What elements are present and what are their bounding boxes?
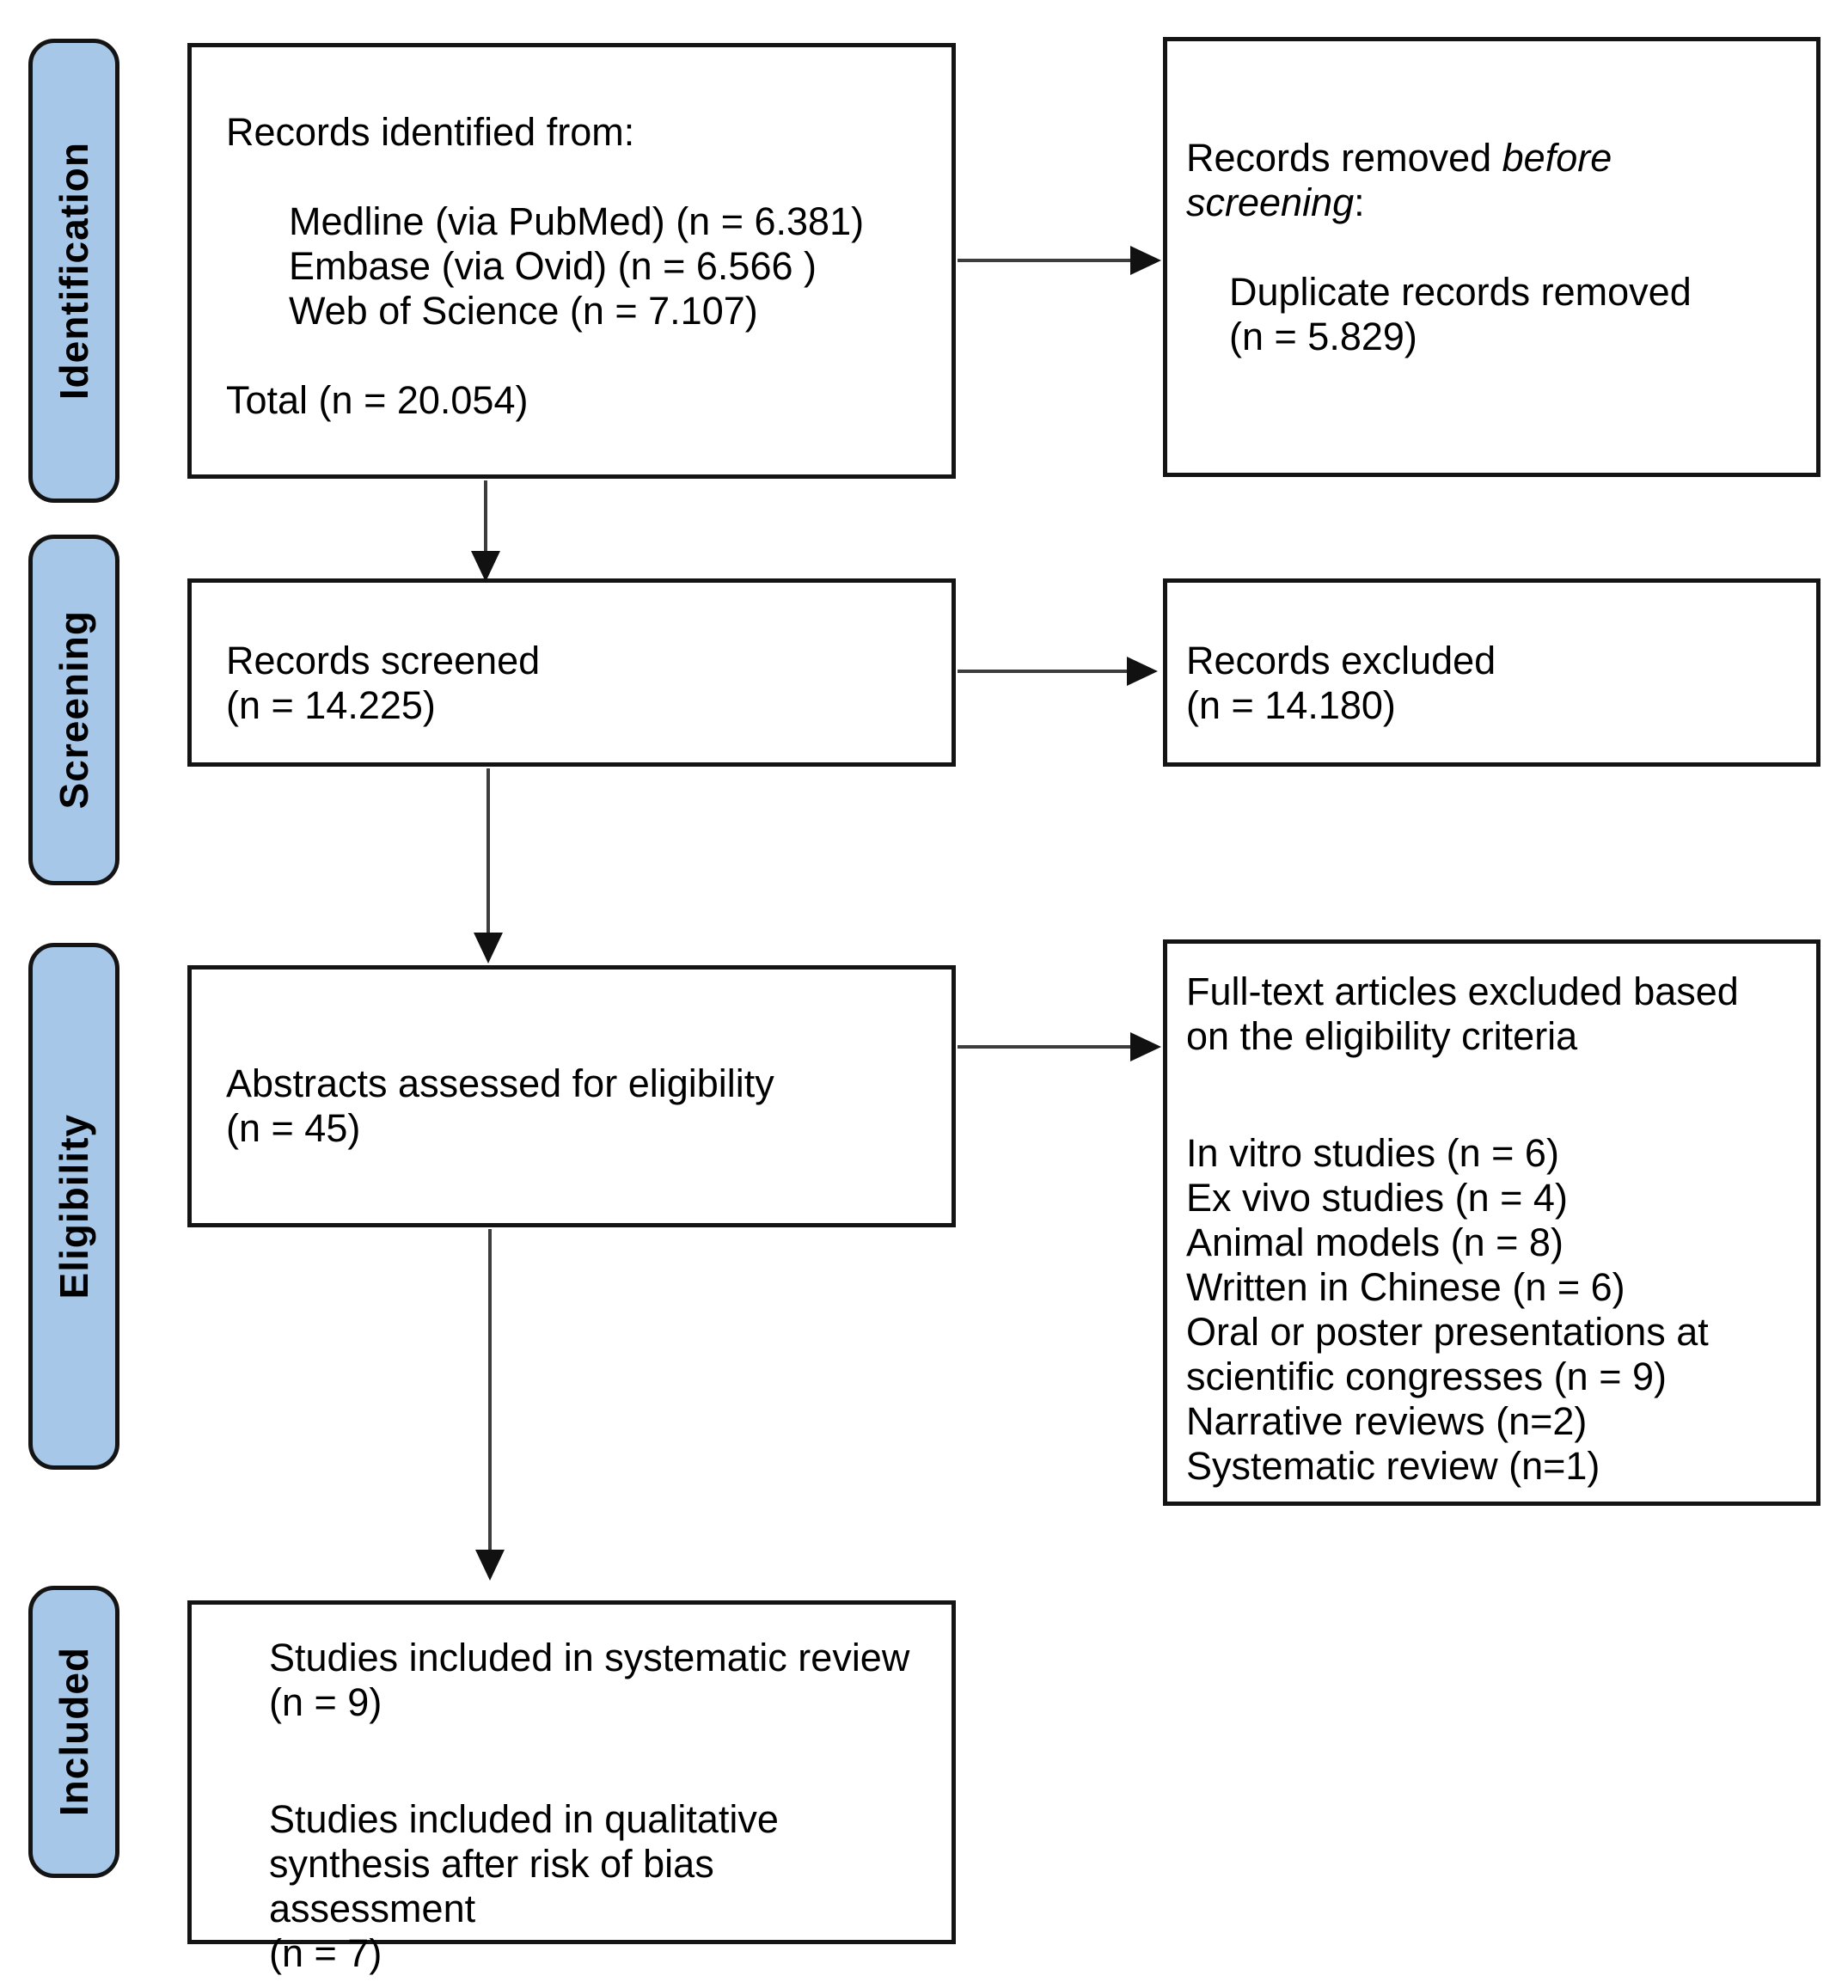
arrow-identified-to-removed — [958, 246, 1161, 275]
arrow-abstracts-to-included — [475, 1229, 505, 1581]
fulltext-excluded-reason-oral-2: scientific congresses (n = 9) — [1186, 1355, 1667, 1398]
records-identified-total: Total (n = 20.054) — [226, 378, 529, 422]
records-identified-source-medline: Medline (via PubMed) (n = 6.381) — [289, 199, 865, 243]
box-studies-included: Studies included in systematic review (n… — [187, 1600, 956, 1975]
records-identified-title: Records identified from: — [226, 110, 635, 154]
fulltext-excluded-title2: on the eligibility criteria — [1186, 1014, 1578, 1058]
stage-label-screening-text: Screening — [52, 610, 96, 810]
blank-line — [269, 1725, 926, 1797]
studies-included-line3: Studies included in qualitative — [269, 1797, 779, 1841]
blank-line — [1186, 1059, 1799, 1131]
fulltext-excluded-reason-invitro: In vitro studies (n = 6) — [1186, 1131, 1559, 1175]
fulltext-excluded-reason-animal: Animal models (n = 8) — [1186, 1220, 1563, 1264]
records-removed-intro-italic1: before — [1502, 136, 1612, 180]
studies-included-line1: Studies included in systematic review — [269, 1636, 910, 1679]
records-removed-intro-italic2: screening — [1186, 180, 1355, 224]
fulltext-excluded-reason-narrative: Narrative reviews (n=2) — [1186, 1399, 1588, 1443]
abstracts-assessed-line1: Abstracts assessed for eligibility — [226, 1061, 774, 1105]
records-removed-count: (n = 5.829) — [1229, 315, 1417, 358]
records-screened-line1: Records screened — [226, 639, 541, 682]
fulltext-excluded-title1: Full-text articles excluded based — [1186, 970, 1739, 1013]
box-abstracts-assessed: Abstracts assessed for eligibility (n = … — [187, 965, 956, 1227]
arrow-abstracts-to-fulltext-excluded — [958, 1032, 1161, 1061]
records-identified-source-wos: Web of Science (n = 7.107) — [289, 289, 758, 333]
box-records-screened: Records screened (n = 14.225) — [187, 578, 956, 767]
stage-label-identification-text: Identification — [52, 141, 96, 401]
box-records-excluded: Records excluded (n = 14.180) — [1163, 578, 1820, 767]
abstracts-assessed-count: (n = 45) — [226, 1106, 361, 1150]
fulltext-excluded-reason-exvivo: Ex vivo studies (n = 4) — [1186, 1176, 1568, 1220]
box-fulltext-excluded: Full-text articles excluded based on the… — [1163, 939, 1820, 1506]
records-excluded-count: (n = 14.180) — [1186, 683, 1396, 727]
stage-label-identification: Identification — [28, 39, 119, 503]
records-removed-intro-suffix: : — [1354, 180, 1365, 224]
blank-line — [1186, 225, 1795, 270]
records-excluded-line1: Records excluded — [1186, 639, 1496, 682]
studies-included-count2: (n = 7) — [269, 1931, 382, 1975]
blank-line — [226, 333, 926, 378]
records-screened-count: (n = 14.225) — [226, 683, 436, 727]
studies-included-count1: (n = 9) — [269, 1680, 382, 1724]
records-removed-intro: Records removed before screening: — [1186, 136, 1795, 225]
blank-line — [226, 155, 926, 199]
box-records-identified: Records identified from: Medline (via Pu… — [187, 43, 956, 479]
records-removed-reason: Duplicate records removed — [1229, 270, 1692, 314]
studies-included-line4: synthesis after risk of bias assessment — [269, 1842, 714, 1930]
arrow-identified-to-screened — [471, 480, 500, 582]
stage-label-eligibility: Eligibility — [28, 943, 119, 1470]
records-removed-intro-prefix: Records removed — [1186, 136, 1502, 180]
stage-label-included: Included — [28, 1586, 119, 1878]
stage-label-screening: Screening — [28, 535, 119, 885]
stage-label-eligibility-text: Eligibility — [52, 1113, 96, 1300]
arrow-screened-to-abstracts — [474, 768, 503, 963]
fulltext-excluded-reason-chinese: Written in Chinese (n = 6) — [1186, 1265, 1625, 1309]
fulltext-excluded-reason-systematic: Systematic review (n=1) — [1186, 1444, 1600, 1488]
fulltext-excluded-reason-oral-1: Oral or poster presentations at — [1186, 1310, 1709, 1354]
box-records-removed: Records removed before screening: Duplica… — [1163, 37, 1820, 477]
records-identified-source-embase: Embase (via Ovid) (n = 6.566 ) — [289, 244, 817, 288]
arrow-screened-to-excluded — [958, 657, 1158, 686]
stage-label-included-text: Included — [52, 1647, 96, 1817]
